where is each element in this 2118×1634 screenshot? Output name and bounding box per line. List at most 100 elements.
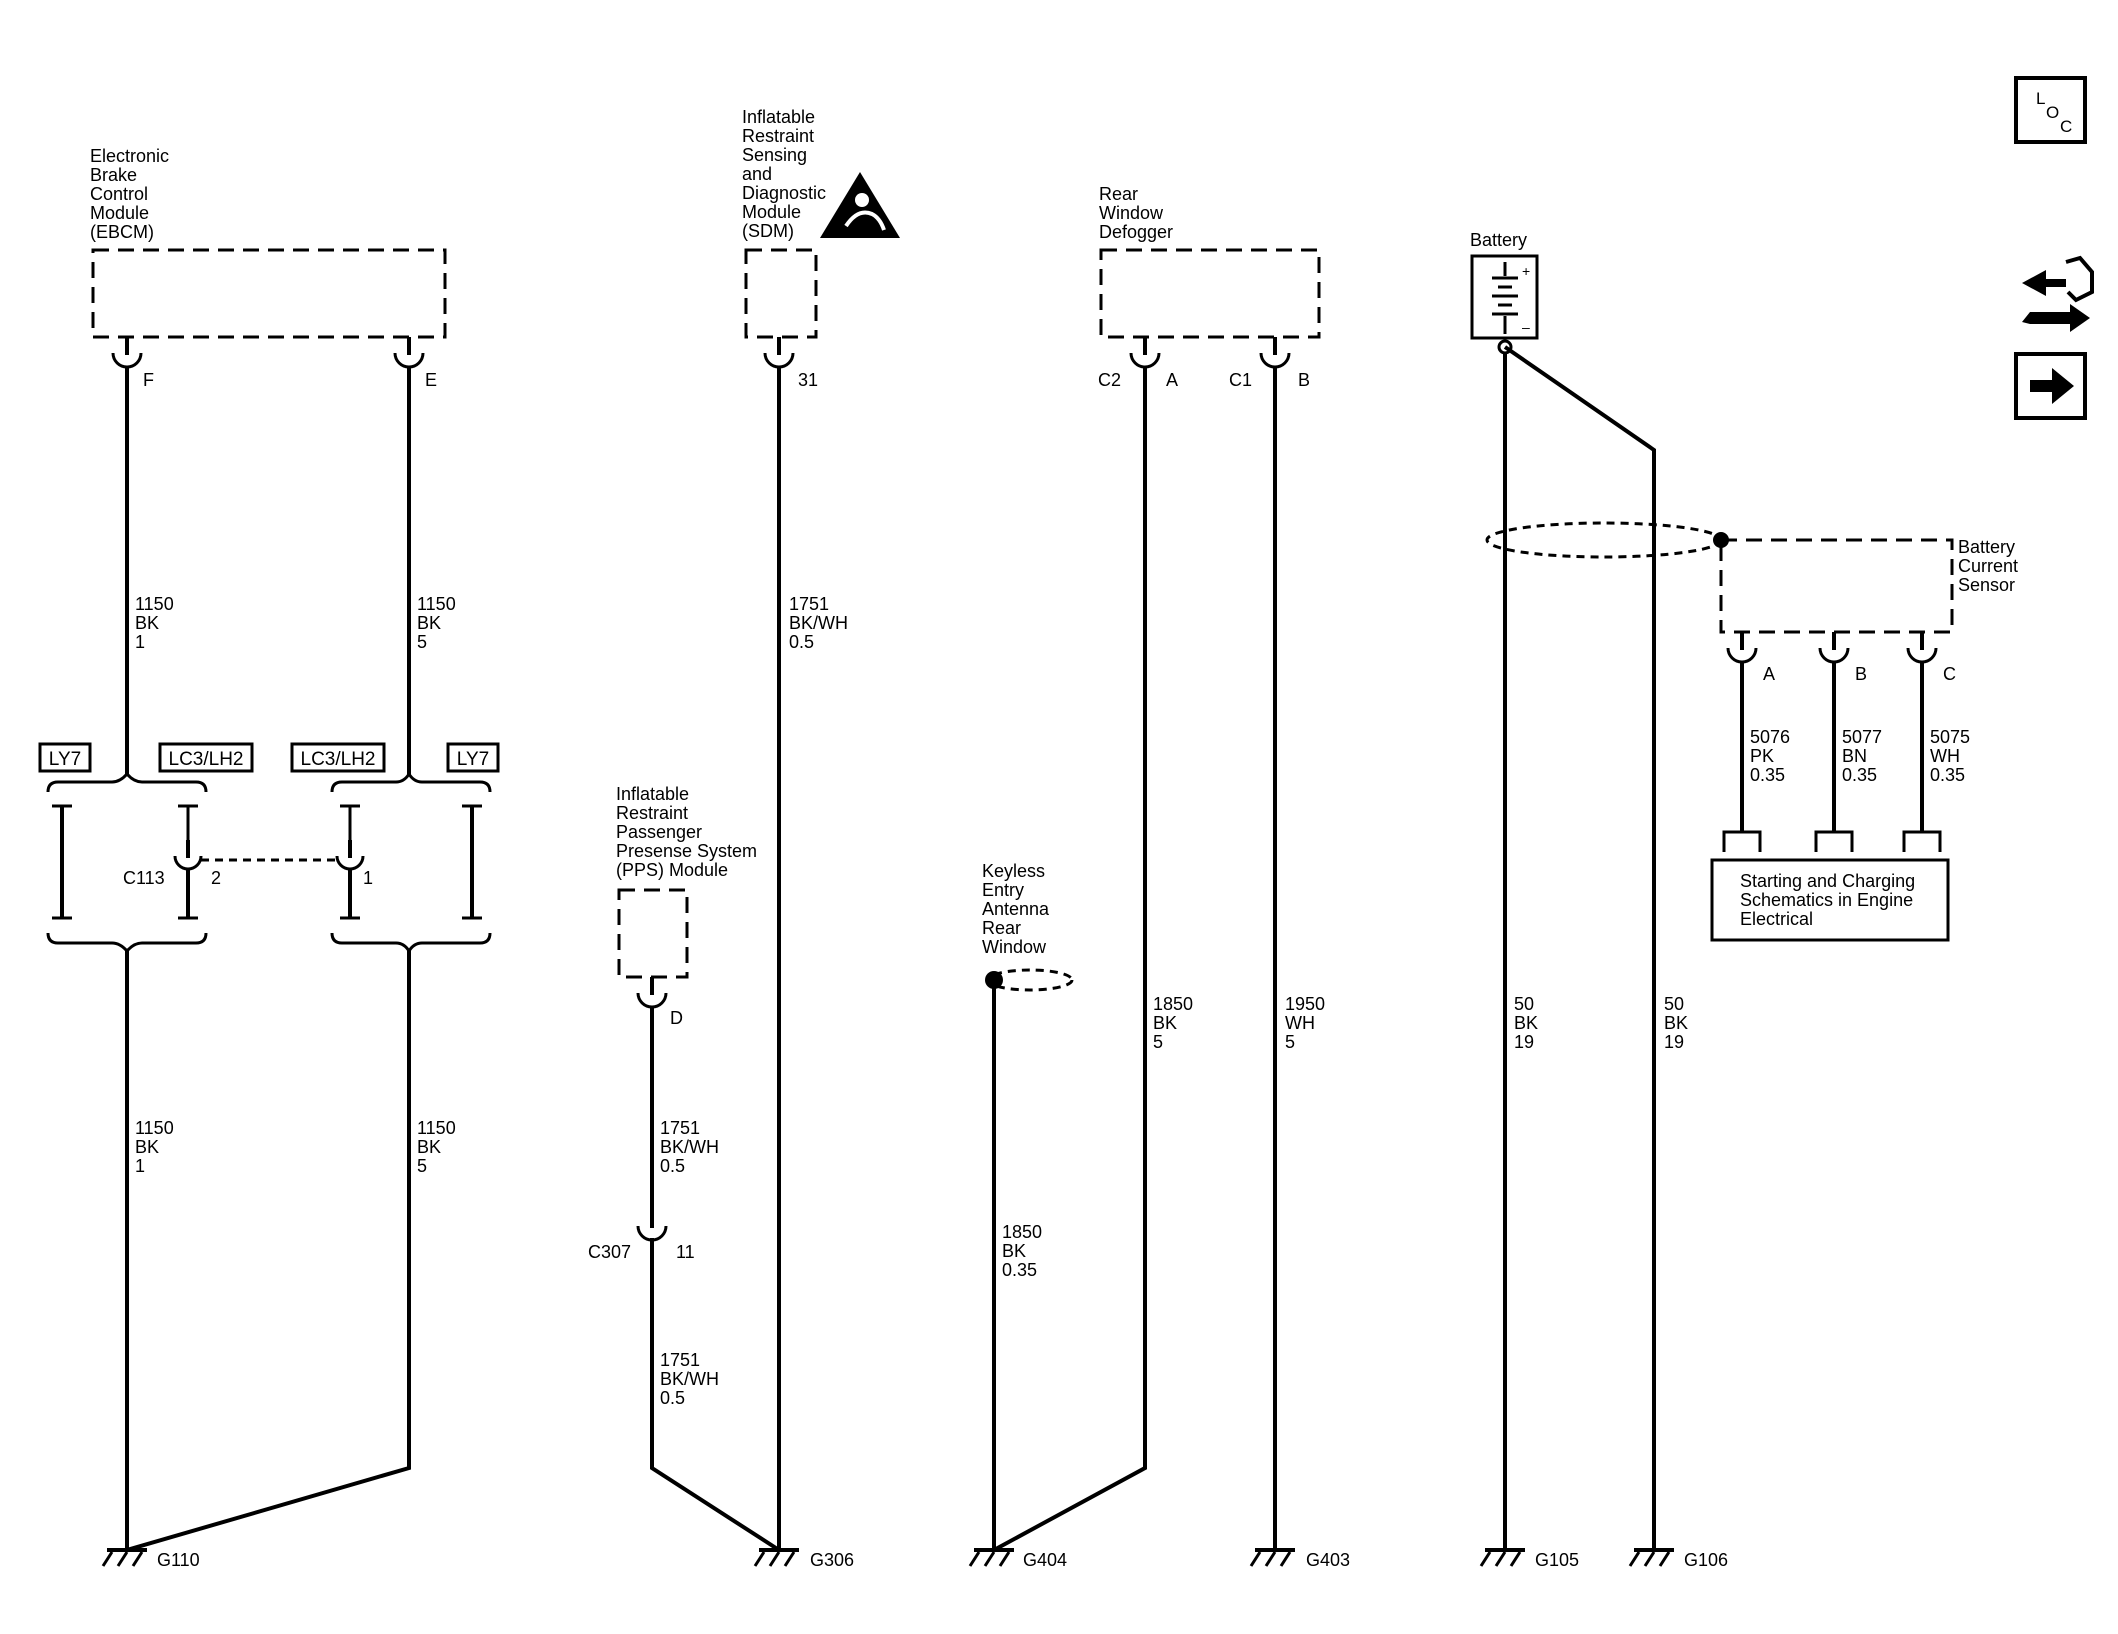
ground-g110: G110 [101,1548,200,1570]
ebcm-label-5: (EBCM) [90,222,154,242]
ground-label: G106 [1684,1550,1728,1570]
wire-size: 0.5 [660,1156,685,1176]
keyless-antenna: Keyless Entry Antenna Rear Window [982,861,1074,992]
ebcm-pin-f: F [111,337,154,390]
circuit-number: 1150 [417,1118,456,1138]
connector-name: C307 [588,1242,631,1262]
ground-label: G306 [810,1550,854,1570]
wire-label-battery-2: 50 BK 19 [1664,994,1688,1052]
pps-label-4: Presense System [616,841,757,861]
wire-size: 0.35 [1842,765,1877,785]
wire-pps-bot [650,1238,781,1552]
defogger-label-1: Rear [1099,184,1138,204]
wire-color: WH [1285,1013,1315,1033]
circuit-number: 1150 [135,594,174,614]
wire-label-ebcm-f-bot: 1150 BK 1 [135,1118,174,1176]
wire-size: 0.35 [1002,1260,1037,1280]
pps-box [617,888,689,979]
ground-g403: G403 [1249,1548,1350,1570]
wire-label-ebcm-e-bot: 1150 BK 5 [417,1118,456,1176]
pin-label: 31 [798,370,818,390]
wire-label-defogger-b: 1950 WH 5 [1285,994,1325,1052]
pps-module: Inflatable Restraint Passenger Presense … [616,784,757,979]
wire-label-sensor-c: 5075 WH 0.35 [1930,727,1970,785]
sdm-module: Inflatable Restraint Sensing and Diagnos… [742,107,826,339]
defogger-pin-b: C1 B [1229,337,1310,390]
pin-label: A [1763,664,1775,684]
wire-color: BK [417,1137,441,1157]
loc-c: C [2060,117,2072,136]
wire-label-battery-1: 50 BK 19 [1514,994,1538,1052]
circuit-number: 50 [1664,994,1684,1014]
wire-color: BK [1664,1013,1688,1033]
loc-l: L [2036,89,2045,108]
pin-label: B [1298,370,1310,390]
option-lc3-left: LC3/LH2 [158,742,254,773]
wire-color: WH [1930,746,1960,766]
ebcm-box [91,248,447,339]
option-ly7-left: LY7 [38,742,92,773]
pin-label: C [1943,664,1956,684]
wire-defogger-a [993,366,1147,1552]
wire-label-sensor-b: 5077 BN 0.35 [1842,727,1882,785]
connector-name: C1 [1229,370,1252,390]
circuit-number: 50 [1514,994,1534,1014]
defogger-label-2: Window [1099,203,1164,223]
wire-color: BN [1842,746,1867,766]
wire-battery-2 [1503,345,1656,1550]
next-page-icon[interactable] [2014,352,2087,420]
connector-c113: C113 2 1 [123,804,373,920]
battery-plus: + [1522,263,1530,279]
option-text: LC3/LH2 [169,749,244,770]
keyless-label-4: Rear [982,918,1021,938]
sensor-pin-c: C [1906,632,1956,684]
keyless-label-2: Entry [982,880,1024,900]
circuit-number: 5075 [1930,727,1970,747]
circuit-number: 1850 [1153,994,1193,1014]
wire-size: 0.5 [789,632,814,652]
sdm-label-7: (SDM) [742,221,794,241]
wire-size: 1 [135,1156,145,1176]
ground-g105: G105 [1479,1548,1579,1570]
wire-size: 5 [1285,1032,1295,1052]
ebcm-label-3: Control [90,184,148,204]
wire-size: 19 [1664,1032,1684,1052]
option-brace-left [46,760,208,965]
keyless-label-3: Antenna [982,899,1050,919]
starting-charging-ref[interactable]: Starting and Charging Schematics in Engi… [1710,858,1950,942]
ebcm-label-4: Module [90,203,149,223]
defogger-box [1099,248,1321,339]
component-view-icon[interactable] [2022,255,2094,332]
ref-line-2: Schematics in Engine [1740,890,1913,910]
wire-color: BK [135,613,159,633]
wire-size: 0.35 [1750,765,1785,785]
ground-g106: G106 [1628,1548,1728,1570]
connector-name: C2 [1098,370,1121,390]
battery: Battery + – [1470,230,1539,355]
sensor-label-3: Sensor [1958,575,2015,595]
battery-minus: – [1522,319,1530,335]
wire-size: 5 [417,632,427,652]
loc-icon[interactable]: L O C [2014,76,2087,144]
sensor-label-2: Current [1958,556,2018,576]
option-lc3-right: LC3/LH2 [290,742,386,773]
ebcm-pin-e: E [393,337,437,390]
option-text: LY7 [49,749,81,770]
wire-color: BK [135,1137,159,1157]
pps-pin-d: D [636,977,683,1028]
pps-label-2: Restraint [616,803,688,823]
wire-label-ebcm-f-top: 1150 BK 1 [135,594,174,652]
circuit-number: 1751 [660,1350,700,1370]
connector-c307: C307 11 [588,1210,695,1262]
circuit-number: 5077 [1842,727,1882,747]
sensor-label-1: Battery [1958,537,2015,557]
pin-label: 11 [676,1242,695,1262]
ground-g306: G306 [753,1548,854,1570]
pin-label: F [143,370,154,390]
wire-color: BK/WH [789,613,848,633]
ebcm-label-2: Brake [90,165,137,185]
option-brace-right [330,760,492,965]
sdm-pin-31: 31 [763,337,818,390]
wire-size: 5 [417,1156,427,1176]
